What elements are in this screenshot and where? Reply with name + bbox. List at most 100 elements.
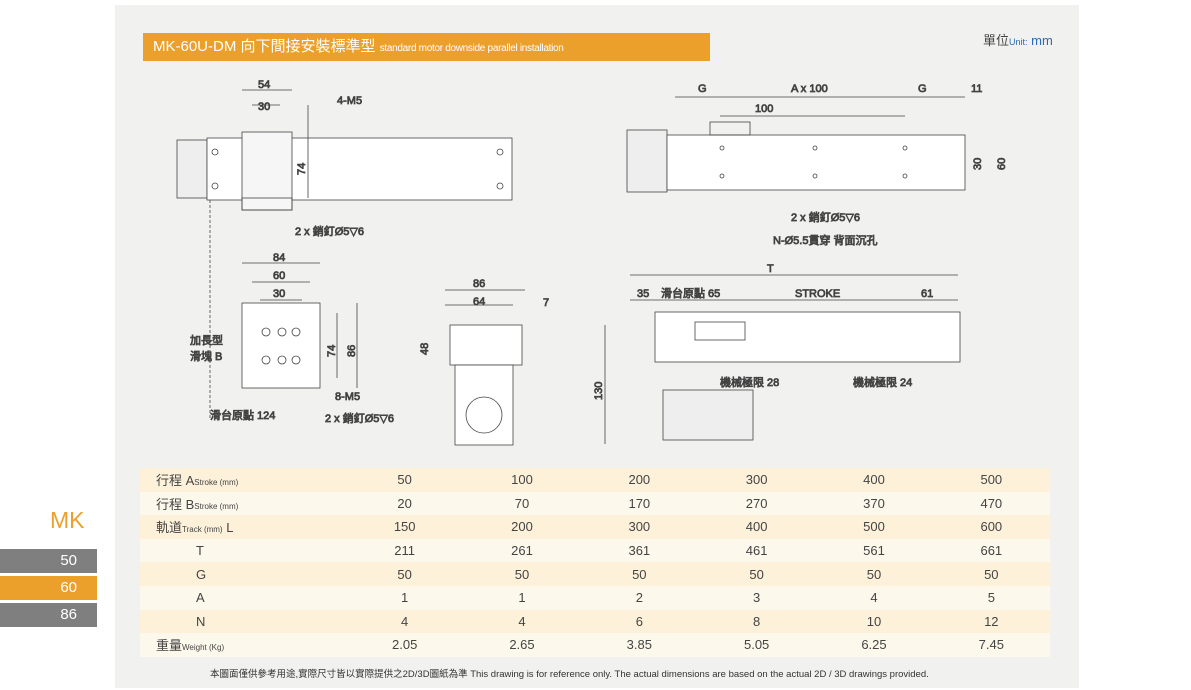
series-tab-60[interactable]: 60 — [0, 576, 97, 600]
row-label: A — [140, 585, 346, 610]
row-label-unit: Stroke (mm) — [194, 478, 239, 488]
row-label-text: G — [196, 566, 207, 582]
dim-stroke: STROKE — [795, 288, 840, 300]
dim-60c: 60 — [996, 158, 1008, 170]
dim-84: 84 — [273, 252, 285, 264]
table-cell: 270 — [697, 491, 816, 516]
table-cell: 50 — [580, 562, 698, 586]
technical-drawing: 54 30 4-M5 74 2 x 銷釘Ø5▽6 84 60 30 74 86 … — [176, 79, 1008, 446]
series-tab-50[interactable]: 50 — [0, 549, 97, 573]
table-cell: 8 — [697, 609, 816, 634]
title-main: MK-60U-DM 向下間接安裝標準型 — [153, 38, 376, 55]
table-cell: 500 — [932, 468, 1050, 492]
dim-w86: 86 — [473, 278, 485, 290]
row-label-suffix: L — [222, 520, 234, 536]
table-cell: 600 — [932, 515, 1050, 539]
unit-zh: 單位 — [983, 33, 1010, 48]
top-right-view: G A x 100 G 11 100 30 60 2 x 銷釘Ø5▽6 N-Ø5… — [626, 83, 1008, 247]
table-cell: 50 — [697, 562, 816, 586]
table-cell: 211 — [346, 538, 464, 563]
label-slider-b: 滑塊 B — [190, 350, 222, 363]
dim-t: T — [767, 263, 774, 275]
table-cell: 2.65 — [463, 633, 581, 657]
dim-61: 61 — [921, 288, 933, 300]
table-cell: 4 — [815, 585, 933, 610]
row-label-unit: Stroke (mm) — [194, 501, 239, 511]
table-cell: 70 — [463, 491, 581, 516]
side-view: T 35 滑台原點 65 STROKE 61 130 機械極限 28 機械極限 … — [593, 263, 961, 444]
row-label-text: N — [196, 613, 206, 629]
table-cell: 150 — [346, 515, 464, 539]
dim-g1: G — [698, 83, 707, 95]
table-cell: 5 — [932, 585, 1050, 610]
table-cell: 50 — [346, 468, 464, 492]
label-pin-1: 2 x 銷釘Ø5▽6 — [295, 224, 364, 238]
row-label-unit: Weight (Kg) — [182, 643, 225, 653]
table-cell: 500 — [815, 515, 933, 539]
label-pin-2: 2 x 銷釘Ø5▽6 — [325, 411, 394, 425]
end-view: 86 64 7 48 — [419, 278, 550, 446]
row-label-text: 行程 A — [156, 473, 195, 489]
row-label: 行程 BStroke (mm) — [140, 491, 346, 516]
table-cell: 2.05 — [346, 633, 464, 657]
table-cell: 10 — [815, 609, 933, 634]
table-cell: 200 — [580, 468, 698, 492]
row-label: 重量Weight (Kg) — [140, 633, 346, 657]
table-cell: 300 — [697, 468, 816, 492]
dim-60: 60 — [273, 270, 285, 282]
dim-35: 35 — [637, 288, 649, 300]
footer-note: 本圖面僅供參考用途,實際尺寸皆以實際提供之2D/3D圖紙為準 This draw… — [210, 669, 929, 680]
dim-54: 54 — [258, 79, 270, 91]
table-cell: 470 — [932, 491, 1050, 516]
table-cell: 400 — [815, 468, 933, 492]
table-cell: 4 — [346, 609, 464, 634]
slider-b-view: 84 60 30 74 86 加長型 滑塊 B 8-M5 2 x 銷釘Ø5▽6 … — [190, 252, 395, 426]
label-limit-28: 機械極限 28 — [720, 375, 779, 389]
table-cell: 261 — [463, 538, 581, 563]
top-view: 54 30 4-M5 74 2 x 銷釘Ø5▽6 — [176, 79, 513, 420]
label-origin-124: 滑台原點 124 — [210, 408, 275, 422]
table-cell: 170 — [580, 491, 698, 516]
dim-g2: G — [918, 83, 927, 95]
dim-74: 74 — [296, 163, 308, 175]
table-cell: 5.05 — [697, 633, 816, 657]
label-origin-65: 滑台原點 65 — [661, 286, 720, 300]
dim-h130: 130 — [593, 382, 605, 400]
table-cell: 6.25 — [815, 633, 933, 657]
table-cell: 50 — [932, 562, 1050, 586]
table-cell: 50 — [815, 562, 933, 586]
row-label-text: 行程 B — [156, 496, 195, 512]
row-label-text: 軌道 — [156, 520, 183, 536]
table-cell: 361 — [580, 538, 698, 563]
table-cell: 20 — [346, 491, 464, 516]
row-label: 行程 AStroke (mm) — [140, 468, 346, 492]
row-label: N — [140, 609, 346, 634]
series-tab-86[interactable]: 86 — [0, 603, 97, 627]
label-pin-3: 2 x 銷釘Ø5▽6 — [791, 210, 860, 224]
dim-h48: 48 — [419, 343, 431, 355]
label-4-m5: 4-M5 — [337, 95, 362, 107]
table-cell: 1 — [346, 585, 464, 610]
title-sub: standard motor downside parallel install… — [379, 43, 564, 54]
dim-w7: 7 — [543, 297, 549, 309]
table-cell: 1 — [463, 585, 581, 610]
row-label: 軌道Track (mm) L — [140, 515, 346, 539]
dim-30b: 30 — [273, 288, 285, 300]
table-cell: 50 — [346, 562, 464, 586]
dim-30: 30 — [258, 101, 270, 113]
table-cell: 12 — [932, 609, 1050, 634]
table-cell: 6 — [580, 609, 698, 634]
table-cell: 2 — [580, 585, 698, 610]
series-label: MK — [50, 507, 85, 533]
dim-30c: 30 — [972, 158, 984, 170]
row-label-text: T — [196, 543, 204, 559]
table-cell: 4 — [463, 609, 581, 634]
label-long: 加長型 — [190, 333, 223, 347]
table-cell: 661 — [932, 538, 1050, 563]
dim-a-x-100: A x 100 — [791, 83, 828, 95]
